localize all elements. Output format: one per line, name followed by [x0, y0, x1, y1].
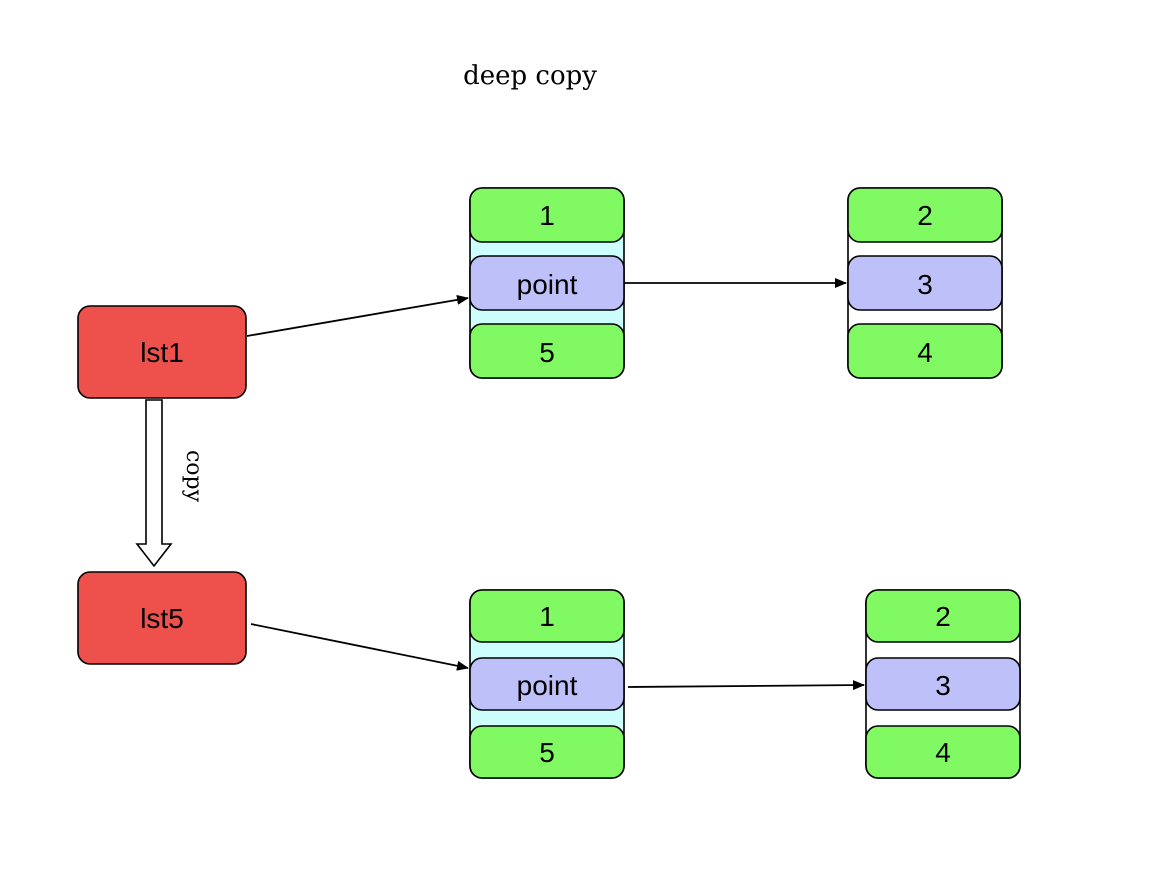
- list-bottom-outer-item-2-label: 5: [539, 737, 555, 768]
- list-bottom-inner-item-1[interactable]: 3: [865, 657, 1021, 711]
- list-top-outer: 1 point 5: [469, 187, 625, 379]
- list-bottom-outer-item-2-box: [469, 725, 625, 779]
- list-top-inner-item-0-box: [847, 187, 1003, 243]
- list-top-inner-item-1-label: 3: [917, 269, 933, 300]
- edge-lst5-to-bottom-outer: [250, 623, 469, 671]
- list-bottom-outer-item-1-label: point: [517, 670, 578, 701]
- list-bottom-outer-item-1-box: [469, 657, 625, 711]
- list-top-outer-item-0-box: [469, 187, 625, 243]
- list-top-outer-item-2-box: [469, 323, 625, 379]
- list-bottom-inner-item-2-label: 4: [935, 737, 951, 768]
- list-top-inner-item-2[interactable]: 4: [847, 323, 1003, 379]
- diagram-title: deep copy: [463, 61, 597, 91]
- variable-lst5[interactable]: lst5: [77, 571, 247, 665]
- list-top-inner-item-1-box: [847, 255, 1003, 311]
- list-top-outer-item-0[interactable]: 1: [469, 187, 625, 243]
- list-bottom-inner-item-2-box: [865, 725, 1021, 779]
- variable-lst5-box: [77, 571, 247, 665]
- list-bottom-inner-item-0-label: 2: [935, 601, 951, 632]
- list-bottom-outer-item-0[interactable]: 1: [469, 589, 625, 643]
- copy-arrow-shape: [135, 399, 173, 568]
- list-bottom-outer: 1 point 5: [469, 589, 625, 779]
- list-top-inner-item-0[interactable]: 2: [847, 187, 1003, 243]
- copy-arrow-label: copy: [181, 450, 206, 503]
- list-bottom-inner-item-2[interactable]: 4: [865, 725, 1021, 779]
- variable-lst5-label: lst5: [140, 603, 184, 634]
- list-top-outer-item-2[interactable]: 5: [469, 323, 625, 379]
- list-bottom-inner-item-0[interactable]: 2: [865, 589, 1021, 643]
- edge-lst1-to-top-outer: [246, 294, 469, 337]
- list-top-inner-item-2-label: 4: [917, 337, 933, 368]
- list-bottom-outer-item-2[interactable]: 5: [469, 725, 625, 779]
- list-bottom-outer-item-0-label: 1: [539, 601, 555, 632]
- edge-bottom-point-to-bottom-inner: [627, 680, 865, 691]
- copy-arrow: copy: [135, 399, 206, 568]
- list-top-outer-item-2-label: 5: [539, 337, 555, 368]
- list-top-outer-item-1[interactable]: point: [469, 255, 625, 311]
- list-bottom-inner-item-0-box: [865, 589, 1021, 643]
- variable-lst1-box: [77, 305, 247, 399]
- list-top-outer-item-0-label: 1: [539, 200, 555, 231]
- list-top-inner-item-0-label: 2: [917, 200, 933, 231]
- list-top-inner: 2 3 4: [847, 187, 1003, 379]
- list-top-inner-item-1[interactable]: 3: [847, 255, 1003, 311]
- list-bottom-inner: 2 3 4: [865, 589, 1021, 779]
- list-top-inner-item-2-box: [847, 323, 1003, 379]
- list-bottom-inner-item-1-label: 3: [935, 670, 951, 701]
- variable-lst1-label: lst1: [140, 337, 184, 368]
- list-bottom-outer-item-0-box: [469, 589, 625, 643]
- variable-lst1[interactable]: lst1: [77, 305, 247, 399]
- list-bottom-outer-item-1[interactable]: point: [469, 657, 625, 711]
- list-top-outer-item-1-label: point: [517, 269, 578, 300]
- list-bottom-inner-item-1-box: [865, 657, 1021, 711]
